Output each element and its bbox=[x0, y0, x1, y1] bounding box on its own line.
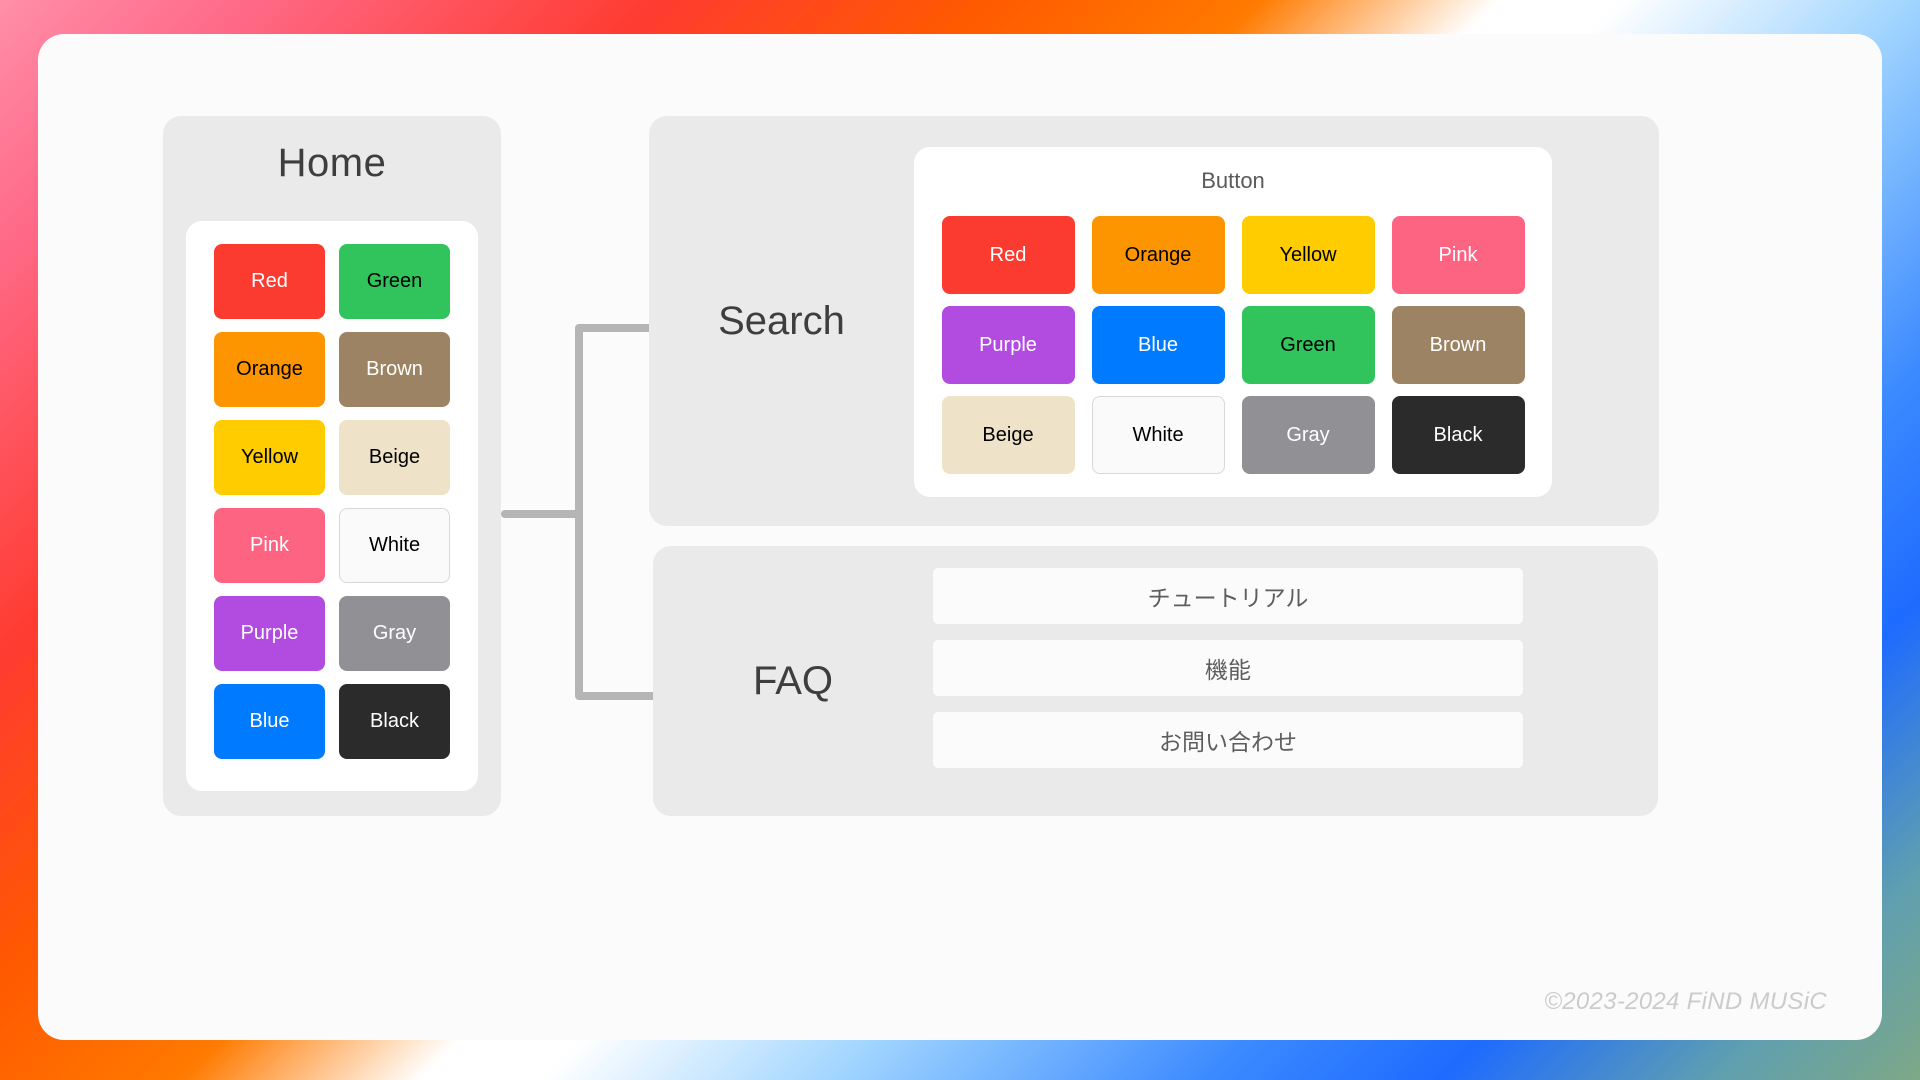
faq-item-label: お問い合わせ bbox=[1159, 729, 1297, 755]
swatch-label: Orange bbox=[236, 358, 303, 380]
faq-item-label: 機能 bbox=[1205, 657, 1251, 683]
connector-lines bbox=[501, 324, 669, 700]
swatch-label: Gray bbox=[1286, 423, 1330, 446]
swatch-label: Yellow bbox=[1279, 243, 1337, 266]
button-swatch-green[interactable]: Green bbox=[1241, 306, 1375, 384]
swatch-label: Gray bbox=[372, 622, 417, 644]
button-swatch-red[interactable]: Red bbox=[941, 216, 1075, 294]
home-swatch-beige[interactable]: Beige bbox=[339, 420, 450, 495]
home-swatch-pink[interactable]: Pink bbox=[214, 508, 325, 583]
swatch-label: Purple bbox=[979, 333, 1037, 356]
home-swatch-white[interactable]: White bbox=[339, 508, 450, 583]
search-panel-title: Search bbox=[718, 298, 845, 343]
swatch-label: Pink bbox=[1438, 243, 1478, 266]
swatch-label: Red bbox=[251, 270, 288, 292]
button-card-title: Button bbox=[1201, 168, 1265, 193]
button-swatch-white[interactable]: White bbox=[1091, 396, 1225, 474]
swatch-label: Blue bbox=[249, 710, 290, 732]
swatch-label: Beige bbox=[982, 423, 1034, 446]
swatch-label: Brown bbox=[1429, 333, 1487, 356]
home-swatch-green[interactable]: Green bbox=[339, 244, 450, 319]
faq-item-0[interactable]: チュートリアル bbox=[933, 568, 1523, 624]
button-swatch-yellow[interactable]: Yellow bbox=[1241, 216, 1375, 294]
swatch-label: Black bbox=[1433, 423, 1483, 446]
footer-copyright: ©2023-2024 FiND MUSiC bbox=[1544, 988, 1827, 1015]
faq-item-2[interactable]: お問い合わせ bbox=[933, 712, 1523, 768]
home-swatch-brown[interactable]: Brown bbox=[339, 332, 450, 407]
button-swatch-purple[interactable]: Purple bbox=[941, 306, 1075, 384]
faq-list: チュートリアル機能お問い合わせ bbox=[933, 568, 1523, 768]
faq-item-label: チュートリアル bbox=[1147, 585, 1309, 611]
button-swatch-beige[interactable]: Beige bbox=[941, 396, 1075, 474]
swatch-label: Pink bbox=[250, 534, 289, 556]
home-swatch-purple[interactable]: Purple bbox=[214, 596, 325, 671]
home-swatch-gray[interactable]: Gray bbox=[339, 596, 450, 671]
faq-item-1[interactable]: 機能 bbox=[933, 640, 1523, 696]
swatch-label: Blue bbox=[1137, 333, 1179, 356]
swatch-label: Beige bbox=[368, 446, 421, 468]
button-swatch-gray[interactable]: Gray bbox=[1241, 396, 1375, 474]
swatch-label: Yellow bbox=[240, 446, 299, 468]
home-swatch-yellow[interactable]: Yellow bbox=[214, 420, 325, 495]
button-swatch-black[interactable]: Black bbox=[1391, 396, 1525, 474]
faq-panel: FAQ チュートリアル機能お問い合わせ bbox=[653, 546, 1658, 816]
home-swatch-blue[interactable]: Blue bbox=[214, 684, 325, 759]
swatch-label: Brown bbox=[366, 358, 423, 380]
home-swatch-black[interactable]: Black bbox=[339, 684, 450, 759]
button-swatch-blue[interactable]: Blue bbox=[1091, 306, 1225, 384]
swatch-label: Green bbox=[1280, 333, 1336, 356]
swatch-label: Purple bbox=[240, 622, 299, 644]
swatch-label: White bbox=[368, 534, 421, 556]
swatch-label: Red bbox=[989, 243, 1027, 266]
swatch-label: White bbox=[1132, 423, 1184, 446]
home-panel-title: Home bbox=[277, 141, 387, 185]
faq-panel-title: FAQ bbox=[752, 658, 834, 703]
home-swatch-red[interactable]: Red bbox=[214, 244, 325, 319]
button-swatch-pink[interactable]: Pink bbox=[1391, 216, 1525, 294]
home-swatch-orange[interactable]: Orange bbox=[214, 332, 325, 407]
swatch-label: Green bbox=[366, 270, 423, 292]
swatch-label: Black bbox=[370, 710, 419, 732]
button-swatch-brown[interactable]: Brown bbox=[1391, 306, 1525, 384]
swatch-label: Orange bbox=[1124, 243, 1192, 266]
button-swatch-orange[interactable]: Orange bbox=[1091, 216, 1225, 294]
